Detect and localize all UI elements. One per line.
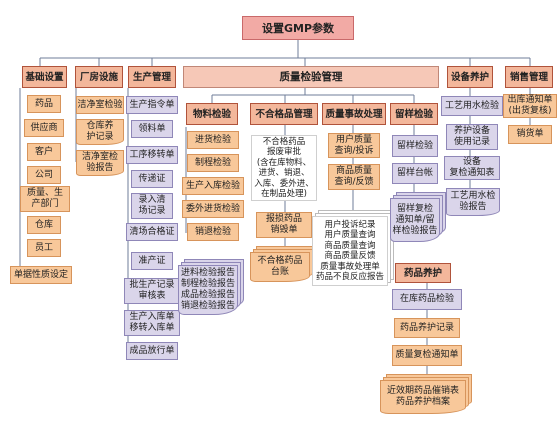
basic-item: 单据性质设定 xyxy=(10,266,72,284)
nonconform-scrap: 报损药品 销毁单 xyxy=(256,212,312,238)
basic-item: 药品 xyxy=(27,95,61,113)
production-item: 录入清 场记录 xyxy=(131,193,173,219)
category-equipment: 设备养护 xyxy=(447,66,493,88)
category-production: 生产管理 xyxy=(128,66,176,88)
basic-item: 公司 xyxy=(27,166,61,184)
drug-care-title: 药品养护 xyxy=(395,263,451,283)
material-item: 制程检验 xyxy=(187,154,239,172)
production-item: 批生产记录 审核表 xyxy=(124,278,180,304)
quality-retain-title: 留样检验 xyxy=(390,103,438,125)
drug-care-item: 在库药品检验 xyxy=(392,289,462,310)
material-item: 生产入库检验 xyxy=(182,177,244,195)
facility-item: 仓库养 护记录 xyxy=(76,119,124,145)
incident-item: 商品质量 查询/反馈 xyxy=(328,164,380,190)
retain-item: 留样台帐 xyxy=(392,163,438,184)
production-item: 生产指令单 xyxy=(126,96,178,114)
production-item: 传递证 xyxy=(131,170,173,188)
sales-item: 出库通知单 (出货复核) xyxy=(503,94,557,118)
category-facility: 厂房设施 xyxy=(75,66,123,88)
production-item: 生产入库单 移转入库单 xyxy=(124,310,180,336)
production-item: 领料单 xyxy=(131,120,173,138)
material-report: 进料检验报告 制程检验报告 成品检验报告 销退检验报告 xyxy=(178,265,238,315)
drug-care-report: 近效期药品催销表 药品养护档案 xyxy=(380,380,466,414)
nonconform-summary: 不合格药品 报废审批 (含在库物料、 进货、销退、 入库、委外进、 在制品处理) xyxy=(251,135,317,201)
equipment-item: 养护设备 使用记录 xyxy=(446,124,498,150)
retain-item: 留样检验 xyxy=(392,135,438,157)
drug-care-item: 质量复检通知单 xyxy=(392,345,462,366)
basic-item: 质量、生 产部门 xyxy=(20,186,70,212)
basic-item: 供应商 xyxy=(24,119,64,137)
equipment-item: 工艺用水检验 xyxy=(441,96,503,116)
category-sales: 销售管理 xyxy=(505,66,553,88)
category-basic: 基础设置 xyxy=(22,66,67,88)
production-item: 准产证 xyxy=(131,252,173,270)
material-item: 委外进货检验 xyxy=(182,200,244,218)
root-node: 设置GMP参数 xyxy=(242,16,354,40)
nonconform-ledger: 不合格药品 台账 xyxy=(250,252,310,282)
quality-material-title: 物料检验 xyxy=(186,103,238,125)
material-item: 进货检验 xyxy=(187,131,239,149)
basic-item: 员工 xyxy=(27,239,61,257)
production-item: 工序移转单 xyxy=(126,146,178,164)
production-item: 清场合格证 xyxy=(126,223,178,241)
basic-item: 仓库 xyxy=(27,216,61,234)
production-item: 成品放行单 xyxy=(126,342,178,360)
quality-incident-title: 质量事故处理 xyxy=(322,103,386,125)
incident-item: 用户质量 查询/投诉 xyxy=(328,133,380,158)
sales-item: 销货单 xyxy=(508,125,552,144)
facility-item: 洁净室检验 xyxy=(76,96,124,114)
material-item: 销退检验 xyxy=(187,223,239,241)
incident-report: 用户投诉纪录 用户质量查询 商品质量查询 商品质量反馈 质量事故处理单 药品不良… xyxy=(312,216,388,286)
category-quality: 质量检验管理 xyxy=(183,66,439,88)
equipment-item: 设备 复检通知表 xyxy=(444,156,500,180)
quality-nonconform-title: 不合格品管理 xyxy=(250,103,318,125)
drug-care-item: 药品养护记录 xyxy=(394,318,460,338)
basic-item: 客户 xyxy=(27,143,61,161)
equipment-item: 工艺用水检 验报告 xyxy=(446,188,500,216)
facility-item: 洁净室检 验报告 xyxy=(76,150,124,176)
retain-report: 留样复检 通知单/留 样检验报告 xyxy=(390,198,440,242)
